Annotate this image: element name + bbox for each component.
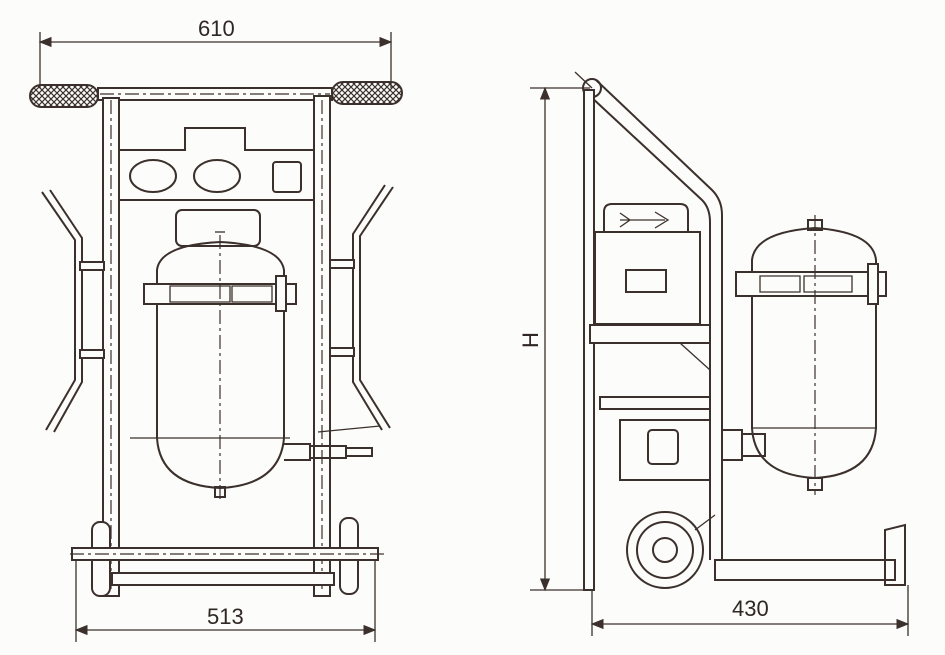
drawing-line (594, 231, 701, 325)
dimension-430: 430 (590, 585, 910, 636)
drawing-line (329, 347, 355, 357)
drawing-line (275, 275, 287, 312)
frame (102, 95, 331, 597)
drawing-line (169, 285, 273, 303)
drawing-line (619, 419, 711, 481)
dimension-430-label: 430 (732, 596, 769, 621)
drain-valve (284, 425, 381, 461)
side-wheel (626, 511, 716, 589)
side-view: H (518, 71, 910, 636)
drawing-line (751, 226, 877, 480)
drawing-line (636, 521, 694, 579)
handle-bar (29, 81, 403, 108)
drawing-line (102, 97, 120, 597)
drawing-line (120, 127, 313, 201)
front-view: 610 (29, 16, 403, 642)
drawing-line (97, 87, 333, 101)
drawing-line (652, 537, 678, 563)
dimension-513: 513 (74, 560, 377, 642)
drawing-line (317, 425, 381, 433)
pressure-gauge-icon (129, 159, 177, 193)
drawing-line (574, 71, 593, 89)
drawing-line (111, 572, 335, 586)
drawing-line (867, 263, 879, 305)
drawing-line (626, 511, 704, 589)
motor-cover (175, 209, 261, 247)
dimension-610: 610 (38, 16, 393, 88)
drawing-line (647, 429, 679, 465)
drawing-line (352, 184, 386, 431)
drawing-line (603, 203, 689, 232)
drawing-line (41, 191, 76, 431)
drawing-line (49, 189, 83, 433)
side-brackets (41, 184, 394, 433)
drawing-line (625, 269, 667, 293)
right-grip (331, 81, 403, 105)
dimension-h-label: H (518, 332, 543, 348)
base-frame (714, 523, 906, 586)
drawing-line (589, 95, 711, 560)
drawing-line (595, 79, 723, 560)
switch-icon (272, 161, 302, 193)
dimension-513-label: 513 (207, 604, 244, 629)
drawing-line (79, 261, 105, 271)
drawing-line (759, 275, 853, 293)
drawing-line (722, 429, 766, 461)
drawing-line (214, 486, 226, 498)
dimension-h: H (518, 86, 590, 592)
filter-tank-front (130, 231, 297, 500)
drawing-line (359, 186, 394, 429)
pressure-gauge-icon (193, 159, 241, 193)
drawing-line (679, 342, 711, 371)
motor-side (589, 203, 711, 481)
flow-arrow-icon (619, 211, 670, 229)
drawing-line (79, 349, 105, 359)
left-grip (29, 84, 99, 108)
drawing-line (284, 443, 373, 461)
dimension-610-label: 610 (198, 16, 235, 41)
drawing-line (599, 396, 711, 410)
filter-tank-side (722, 215, 887, 495)
gauge-panel (120, 127, 313, 201)
drawing-line (589, 324, 711, 344)
drawing-line (329, 259, 355, 269)
wheel-assembly (70, 517, 385, 597)
drawing-line (694, 514, 716, 531)
drawing-line (884, 523, 906, 586)
drawing-line (714, 559, 896, 581)
